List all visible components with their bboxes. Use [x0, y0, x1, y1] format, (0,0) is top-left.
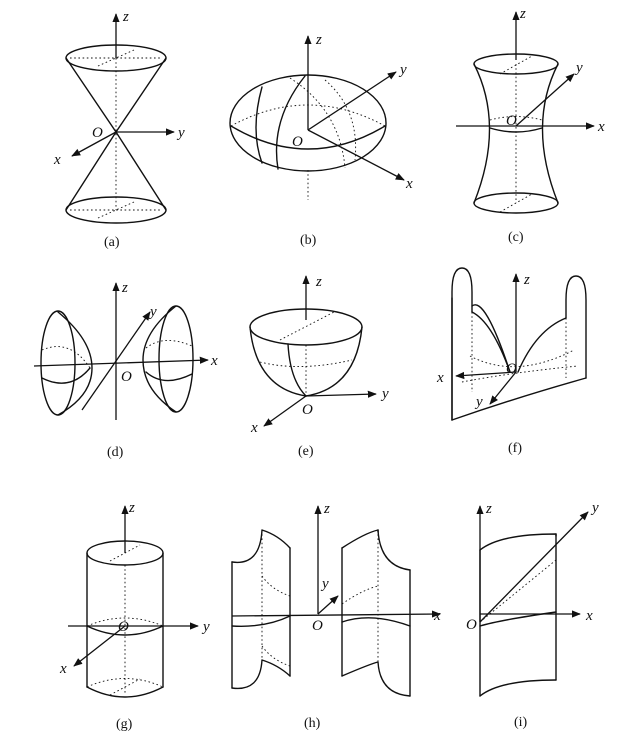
cylinder-surface — [479, 533, 557, 697]
origin-label: O — [302, 402, 313, 418]
panel-c-hyperboloid-one-sheet: z y x O (c) — [456, 6, 605, 245]
panel-caption: (h) — [304, 716, 321, 731]
axes — [455, 273, 520, 405]
axes — [33, 282, 209, 420]
x-axis-label: x — [405, 176, 413, 192]
panel-i-parabolic-cylinder: z y x O (i) — [466, 500, 599, 730]
origin-label: O — [506, 361, 517, 377]
panel-d-hyperboloid-two-sheets: z y x O (d) — [33, 280, 218, 460]
x-axis-label: x — [597, 119, 605, 135]
saddle-surface — [451, 267, 587, 421]
y-axis-label: y — [201, 619, 210, 635]
axes — [231, 505, 441, 618]
panel-e-elliptic-paraboloid: z y x O (e) — [249, 274, 389, 459]
left-sheet — [231, 529, 291, 690]
z-axis-label: z — [519, 6, 526, 22]
y-axis-label: y — [474, 394, 483, 410]
panel-caption: (f) — [508, 441, 522, 456]
right-sheet — [341, 529, 411, 697]
panel-f-hyperbolic-paraboloid: z y x O (f) — [436, 267, 587, 456]
origin-label: O — [292, 134, 303, 150]
z-axis-label: z — [523, 272, 530, 288]
panel-caption: (b) — [300, 233, 317, 248]
origin-label: O — [118, 619, 129, 635]
axes — [304, 35, 405, 181]
cylinder-surface — [86, 540, 164, 698]
x-axis-label: x — [585, 608, 593, 624]
z-axis-label: z — [121, 280, 128, 296]
origin-label: O — [312, 618, 323, 634]
z-axis-label: z — [122, 9, 129, 25]
paraboloid-surface — [249, 308, 363, 397]
panel-caption: (a) — [104, 235, 120, 250]
panel-g-elliptic-cylinder: z y x O (g) — [59, 500, 210, 732]
panel-h-hyperbolic-cylinder: z y x O (h) — [231, 501, 441, 731]
origin-label: O — [466, 617, 477, 633]
left-sheet — [40, 310, 93, 416]
y-axis-label: y — [398, 62, 407, 78]
x-axis-label: x — [250, 420, 258, 436]
origin-label: O — [92, 125, 103, 141]
axes — [456, 11, 595, 130]
origin-label: O — [121, 369, 132, 385]
y-axis-label: y — [574, 60, 583, 76]
z-axis-label: z — [485, 501, 492, 517]
panel-b-ellipsoid: z y x O (b) — [229, 32, 413, 248]
panel-a-double-cone: z y x O (a) — [53, 9, 185, 250]
panel-caption: (i) — [514, 715, 528, 730]
panel-caption: (e) — [298, 444, 314, 459]
panel-caption: (g) — [116, 717, 133, 732]
x-axis-label: x — [433, 608, 441, 624]
x-axis-label: x — [436, 370, 444, 386]
panel-caption: (d) — [107, 445, 124, 460]
z-axis-label: z — [315, 32, 322, 48]
z-axis-label: z — [323, 501, 330, 517]
hyperboloid-surface — [473, 53, 559, 214]
y-axis-label: y — [320, 576, 329, 592]
x-axis-label: x — [53, 152, 61, 168]
axes — [68, 505, 199, 667]
axes — [476, 505, 589, 623]
y-axis-label: y — [380, 386, 389, 402]
axes — [263, 275, 377, 427]
z-axis-label: z — [315, 274, 322, 290]
x-axis-label: x — [210, 353, 218, 369]
panel-caption: (c) — [508, 230, 524, 245]
x-axis-label: x — [59, 661, 67, 677]
cone-surface — [65, 44, 167, 224]
z-axis-label: z — [128, 500, 135, 516]
axes — [71, 13, 175, 157]
origin-label: O — [506, 113, 517, 129]
right-sheet — [142, 305, 194, 413]
y-axis-label: y — [176, 125, 185, 141]
y-axis-label: y — [148, 304, 157, 320]
y-axis-label: y — [590, 500, 599, 516]
